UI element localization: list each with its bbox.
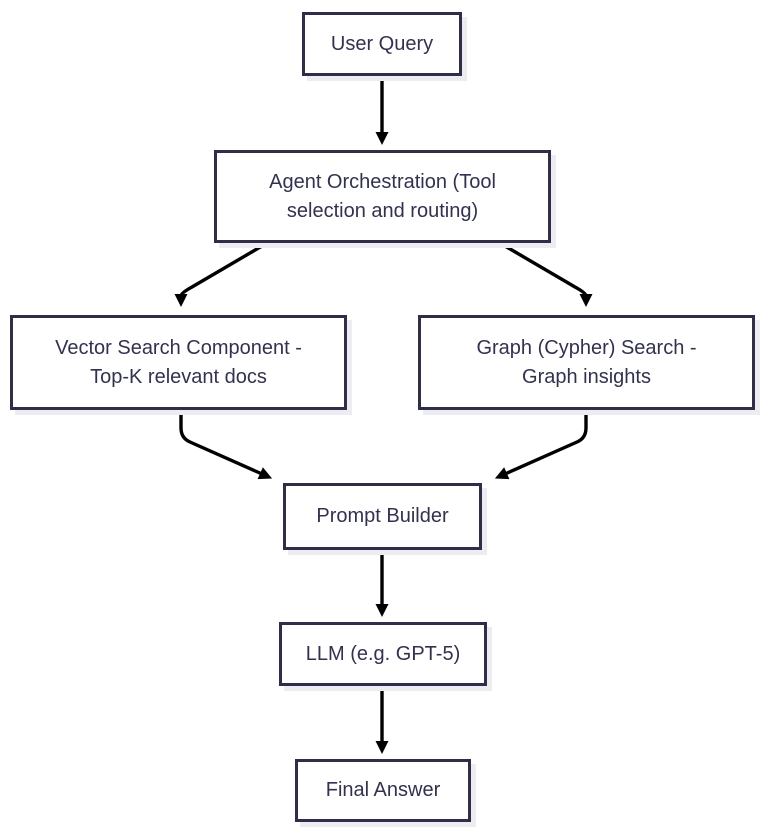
node-prompt-builder-label: Prompt Builder — [316, 505, 449, 527]
node-final-answer-label: Final Answer — [325, 779, 441, 801]
node-agent-orchestration: Agent Orchestration (Tool selection and … — [214, 150, 551, 243]
node-vector-search: Vector Search Component - Top-K relevant… — [10, 315, 347, 410]
node-agent-orchestration-label: Agent Orchestration (Tool selection and … — [269, 170, 496, 222]
node-vector-search-label: Vector Search Component - Top-K relevant… — [55, 336, 302, 388]
node-llm: LLM (e.g. GPT-5) — [279, 622, 487, 686]
node-user-query-label: User Query — [330, 32, 434, 55]
node-prompt-builder: Prompt Builder — [283, 483, 482, 550]
edge-graphsearch-to-promptbuilder — [494, 413, 588, 480]
node-llm-label: LLM (e.g. GPT-5) — [305, 642, 461, 665]
node-graph-search-label: Graph (Cypher) Search - Graph insights — [476, 336, 697, 388]
node-user-query: User Query — [302, 12, 462, 76]
edge-agent-to-vectorsearch — [174, 244, 263, 308]
edge-vectorsearch-to-promptbuilder — [179, 413, 273, 480]
node-final-answer: Final Answer — [295, 759, 471, 822]
edge-agent-to-graphsearch — [504, 244, 593, 308]
node-graph-search: Graph (Cypher) Search - Graph insights — [418, 315, 755, 410]
